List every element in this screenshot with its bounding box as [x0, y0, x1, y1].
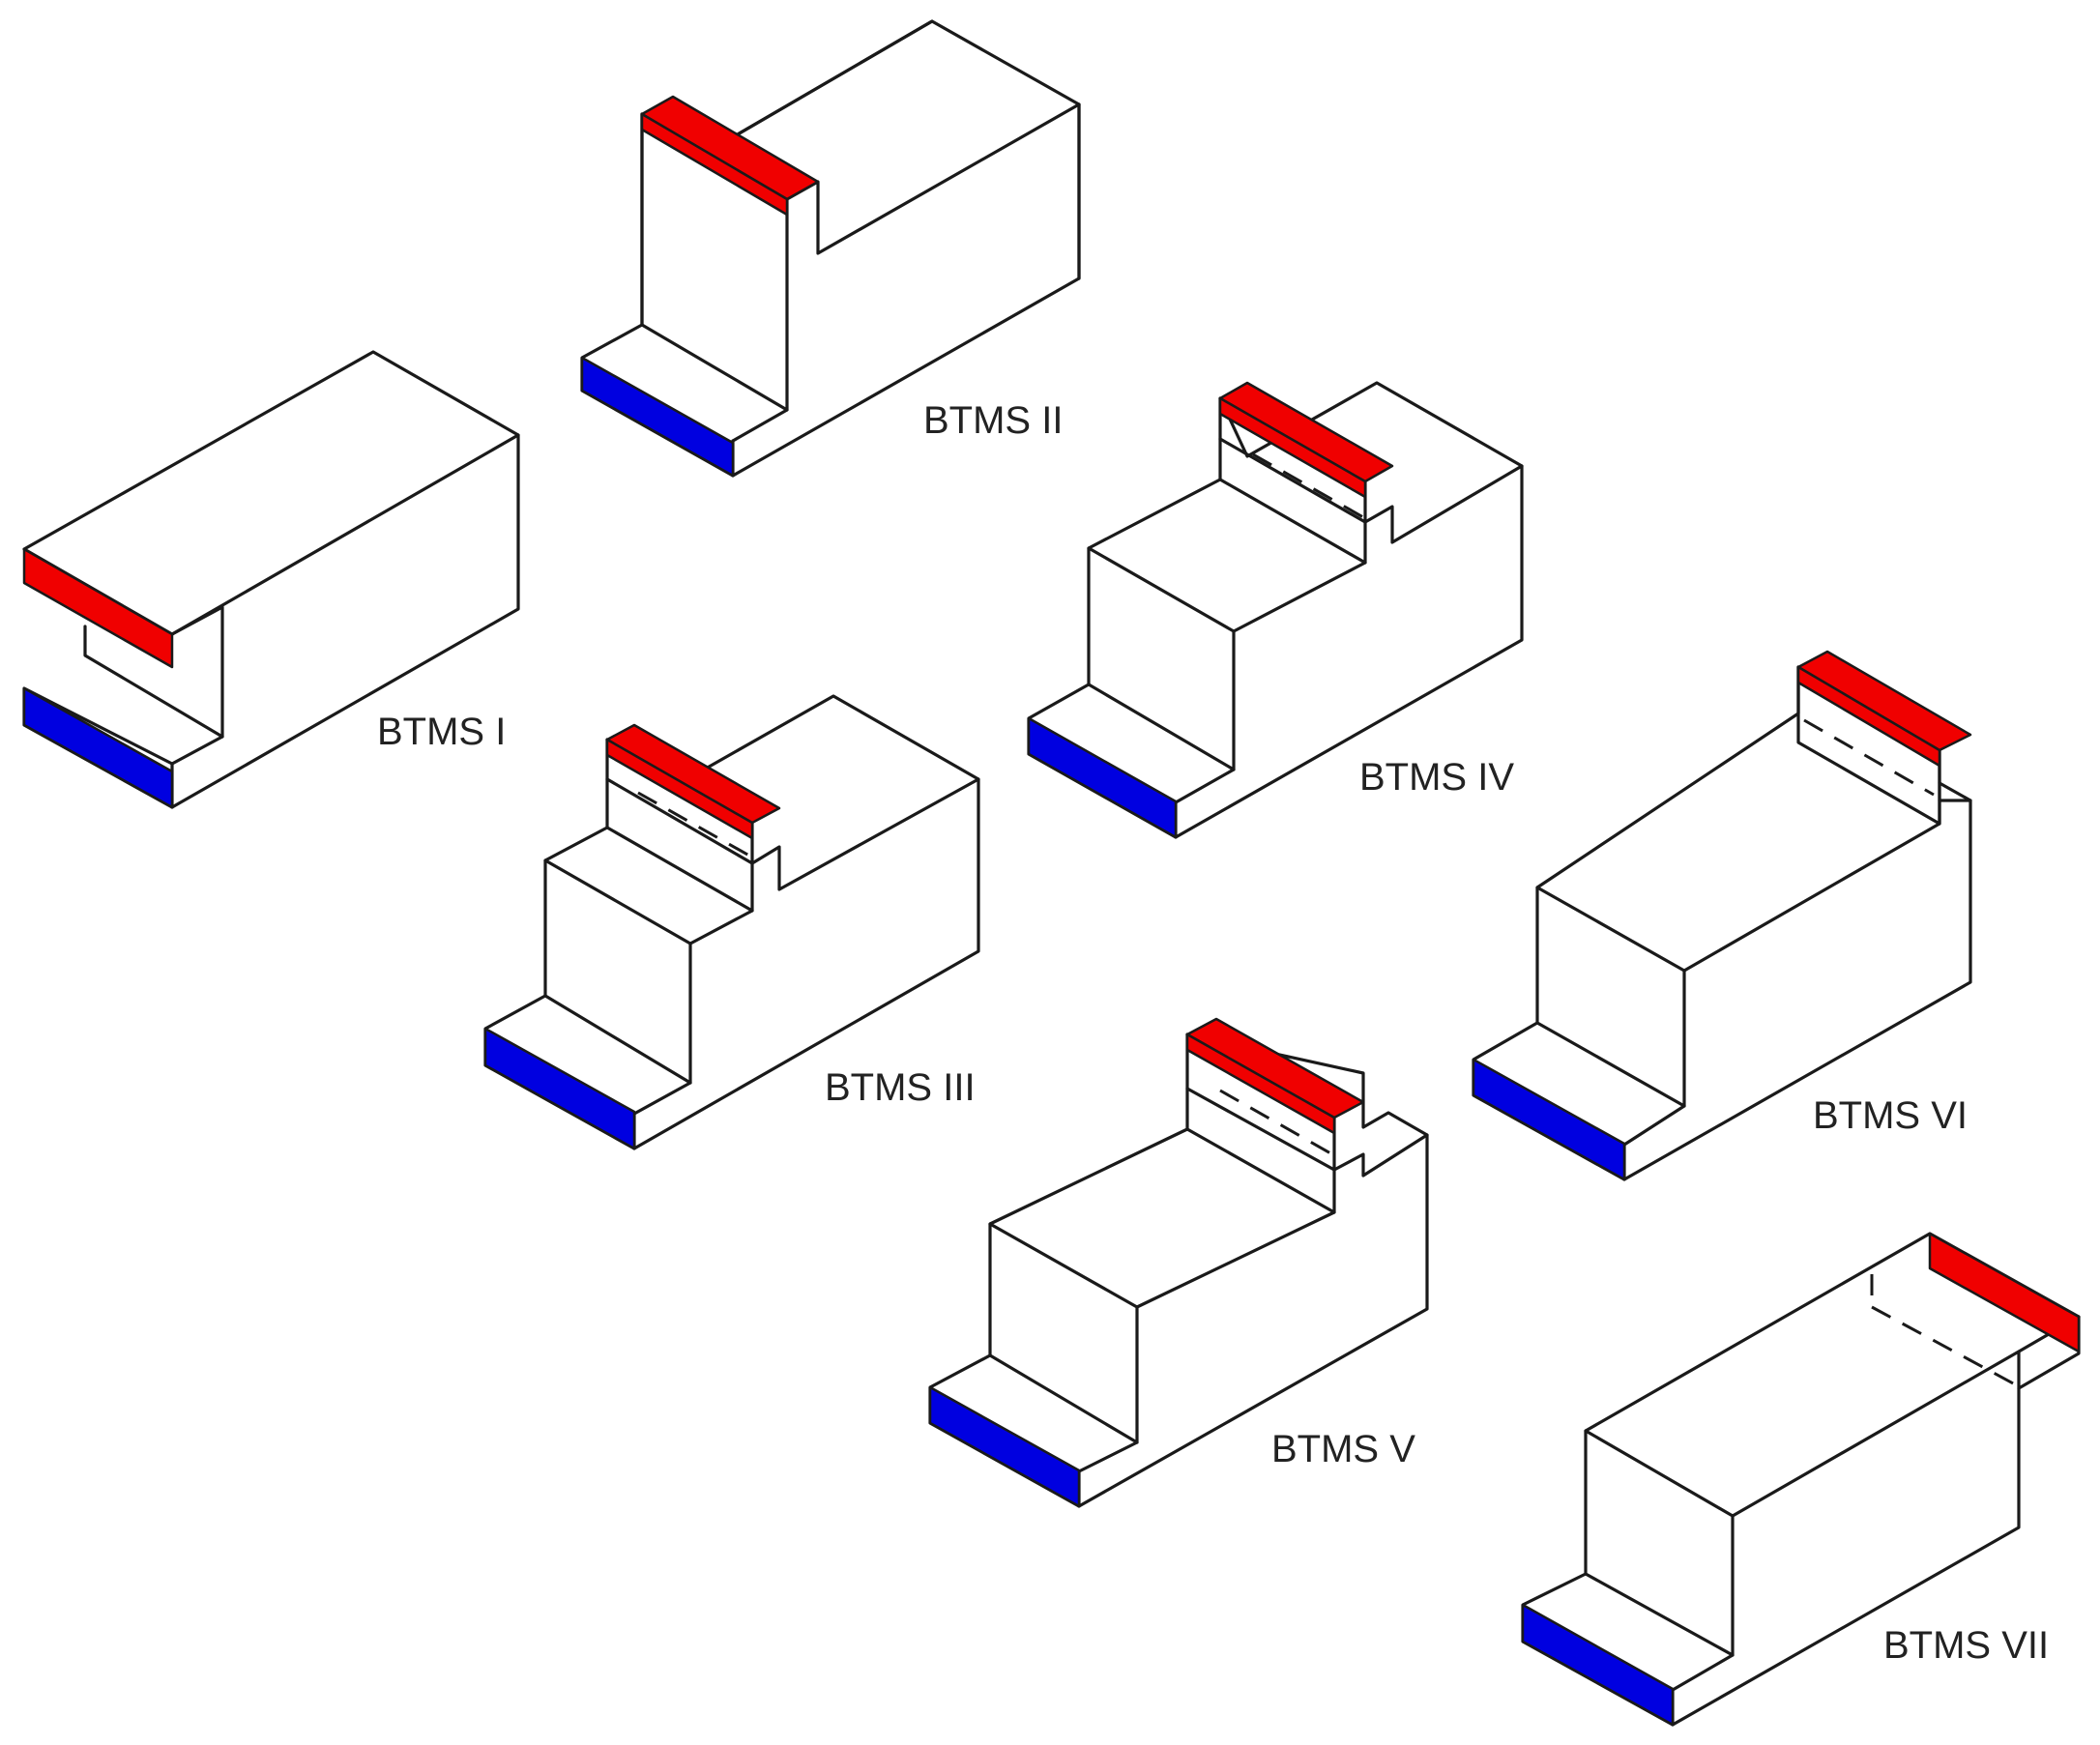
btms-iii-cold-plate [483, 1027, 636, 1150]
btms-iii-label: BTMS III [825, 1066, 976, 1109]
btms-ii-wall-top [729, 19, 934, 140]
btms-vii-upper-edges [1731, 1350, 2021, 1518]
btms-iv-label: BTMS IV [1359, 756, 1514, 799]
btms-vii-cold-plate [1521, 1603, 1675, 1727]
btms-v-hot-plate-side [1185, 1032, 1336, 1135]
btms-iv-cold-plate [1027, 716, 1178, 839]
btms-iii-drawing: BTMS III [483, 694, 980, 1150]
btms-vi-base-edge [1622, 1104, 1686, 1147]
btms-v-cold-plate [928, 1385, 1081, 1508]
btms-vii-base-edge [1671, 1653, 1735, 1692]
btms-iii-hot-plate-side [605, 738, 754, 840]
btms-iv-hidden-edge [1252, 452, 1364, 519]
btms-vi-hot-plate [1796, 650, 1972, 752]
btms-v-base-edge [1077, 1440, 1139, 1473]
btms-ii-hot-plate-side [640, 112, 789, 217]
btms-vii-hidden-edge-b [1871, 1305, 2016, 1386]
btms-vi-upper-edges [1682, 781, 1941, 973]
btms-i-drawing: BTMS I [22, 350, 520, 809]
btms-i-cold-plate [22, 686, 174, 809]
btms-vi-step-edges [1535, 886, 1686, 1108]
btms-ii-drawing: BTMS II [580, 19, 1081, 478]
btms-iii-upper-edges [605, 777, 980, 913]
btms-vi-hot-plate-side [1796, 665, 1941, 768]
btms-v-step-edges [988, 1222, 1139, 1444]
btms-v-label: BTMS V [1271, 1428, 1415, 1470]
btms-vii-hot-plate [1928, 1232, 2081, 1353]
btms-i-top-edge [170, 433, 520, 636]
btms-iv-drawing: BTMS IV [1027, 381, 1524, 839]
btms-iii-base-edge [632, 1081, 692, 1116]
btms-vi-hidden-edge [1803, 718, 1935, 797]
btms-iv-hot-plate-side [1218, 396, 1367, 499]
btms-iii-step-edges [543, 858, 692, 1085]
btms-iv-ledge [1232, 561, 1367, 633]
btms-i-label: BTMS I [377, 711, 506, 753]
btms-ii-hot-plate [640, 95, 820, 201]
btms-v-upper-edges [1185, 1127, 1429, 1214]
btms-v-drawing: BTMS V [928, 1017, 1429, 1508]
btms-iv-base-edge [1174, 768, 1236, 804]
btms-vi-label: BTMS VI [1813, 1094, 1968, 1137]
btms-vii-label: BTMS VII [1883, 1624, 2049, 1667]
btms-iv-upper-edges [1218, 464, 1524, 565]
btms-ii-step-edge [731, 408, 789, 443]
btms-vi-cold-plate [1472, 1058, 1626, 1181]
btms-iii-ledge [688, 909, 754, 945]
btms-i-hot-plate [22, 547, 174, 669]
btms-v-hidden-edge [1219, 1089, 1333, 1156]
btms-vi-drawing: BTMS VI [1472, 650, 1972, 1181]
btms-ii-label: BTMS II [923, 399, 1063, 442]
btms-ii-cold-plate [580, 356, 735, 478]
btms-vii-drawing: BTMS VII [1521, 1232, 2081, 1727]
btms-vii-step-edges [1584, 1429, 1735, 1657]
btms-v-ledge [1135, 1210, 1336, 1309]
btms-iii-hidden-edge [637, 791, 750, 858]
btms-iv-hot-plate [1218, 381, 1394, 483]
btms-iv-step-edges [1087, 546, 1236, 771]
btms-i-inner-edges [83, 625, 224, 739]
